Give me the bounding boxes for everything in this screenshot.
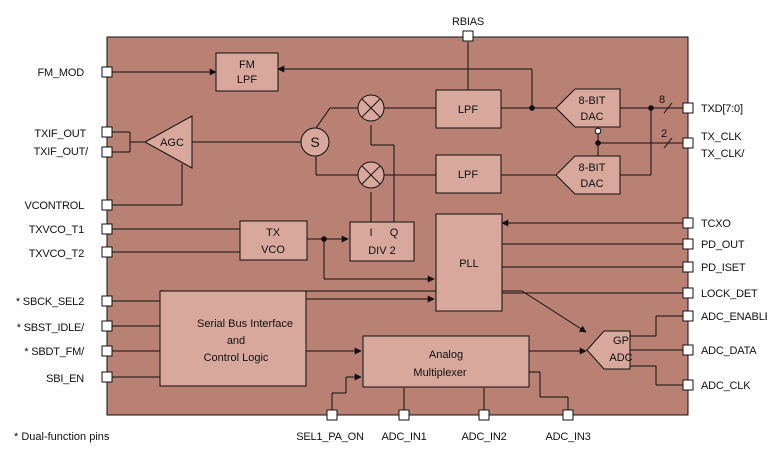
pin-adc-in3	[562, 409, 574, 421]
label-adc-in2: ADC_IN2	[461, 431, 506, 443]
summer-node: S	[300, 127, 330, 157]
gp-adc-line2: ADC	[609, 352, 632, 364]
pin-adc-data	[682, 344, 694, 356]
label-sbdt-fm: * SBDT_FM/	[24, 346, 85, 358]
pin-sbst-idle	[101, 320, 113, 332]
wires	[112, 42, 688, 410]
lpf-lower-block: LPF	[435, 154, 502, 194]
label-tx-clk-n: TX_CLK/	[701, 148, 745, 160]
dac-upper-line2: DAC	[580, 111, 603, 123]
pin-pd-iset	[682, 261, 694, 273]
gp-adc-line1: GP	[613, 335, 629, 347]
pin-txd	[682, 102, 694, 114]
label-rbias: RBIAS	[452, 16, 484, 28]
label-txd: TXD[7:0]	[701, 103, 743, 115]
pin-sbdt-fm	[101, 345, 113, 357]
label-sbi-en: SBI_EN	[46, 373, 84, 385]
label-adc-enable: ADC_ENABLE	[701, 311, 767, 323]
pin-txif-out-n	[101, 146, 113, 158]
fm-lpf-line2: LPF	[237, 74, 257, 86]
label-vcontrol: VCONTROL	[24, 200, 84, 212]
pin-adc-in2	[478, 409, 490, 421]
lpf-upper-block: LPF	[435, 89, 502, 129]
tx-vco-block: TX VCO	[239, 220, 308, 261]
label-adc-in3: ADC_IN3	[545, 431, 590, 443]
dac-lower-line1: 8-BIT	[579, 162, 606, 174]
label-txvco-t1: TXVCO_T1	[29, 224, 84, 236]
pin-adc-clk	[682, 379, 694, 391]
label-adc-data: ADC_DATA	[701, 345, 757, 357]
div2-q-label: Q	[390, 227, 399, 239]
pin-tcxo	[682, 217, 694, 229]
pin-sel1-pa-on	[326, 409, 338, 421]
serial-bus-block: Serial Bus Interface and Control Logic	[159, 290, 307, 387]
junction-dot	[595, 140, 601, 146]
label-txvco-t2: TXVCO_T2	[29, 248, 84, 260]
summer-label: S	[310, 134, 319, 150]
lpf-upper-label: LPF	[458, 104, 478, 116]
pin-fm-mod	[101, 66, 113, 78]
dac-upper-block: 8-BIT DAC	[555, 88, 621, 128]
label-txif-out-n: TXIF_OUT/	[34, 146, 90, 158]
tx-vco-line2: VCO	[261, 244, 285, 256]
div2-i-label: I	[369, 227, 372, 239]
txclk-bus-width: 2	[661, 128, 667, 140]
junction-dots	[321, 105, 654, 242]
label-lock-det: LOCK_DET	[701, 288, 758, 300]
analog-mux-block: Analog Multiplexer	[362, 335, 530, 388]
pin-txvco-t1	[101, 223, 113, 235]
label-tcxo: TCXO	[701, 218, 731, 230]
mixer-lower	[357, 161, 385, 189]
pin-txvco-t2	[101, 246, 113, 258]
label-adc-clk: ADC_CLK	[701, 380, 751, 392]
dac-upper-line1: 8-BIT	[579, 95, 606, 107]
label-pd-out: PD_OUT	[701, 239, 745, 251]
label-sbst-idle: * SBST_IDLE/	[17, 322, 85, 334]
pin-tx-clk	[682, 137, 694, 149]
pins	[101, 30, 694, 421]
analog-mux-line1: Analog	[429, 349, 463, 361]
inversion-bubble	[594, 127, 602, 135]
pin-txif-out	[101, 126, 113, 138]
agc-block: AGC	[143, 115, 193, 169]
gp-adc-block: GP ADC	[586, 330, 633, 370]
footnote: * Dual-function pins	[14, 431, 110, 443]
analog-mux-line2: Multiplexer	[413, 367, 467, 379]
pin-sbck-sel2	[101, 295, 113, 307]
label-sbck-sel2: * SBCK_SEL2	[16, 296, 84, 308]
pin-vcontrol	[101, 199, 113, 211]
label-adc-in1: ADC_IN1	[381, 431, 426, 443]
dac-lower-line2: DAC	[580, 178, 603, 190]
pll-label: PLL	[459, 258, 479, 270]
label-fm-mod: FM_MOD	[38, 67, 85, 79]
fm-lpf-block: FM LPF	[215, 52, 279, 92]
pin-lock-det	[682, 287, 694, 299]
dac-lower-block: 8-BIT DAC	[555, 155, 621, 195]
pin-pd-out	[682, 238, 694, 250]
pin-adc-enable	[682, 310, 694, 322]
junction-dot	[321, 236, 327, 242]
lpf-lower-label: LPF	[458, 169, 478, 181]
serial-bus-line3: Control Logic	[204, 352, 269, 364]
label-txif-out: TXIF_OUT	[34, 128, 86, 140]
tx-vco-line1: TX	[266, 227, 281, 239]
pin-rbias	[462, 30, 474, 42]
label-pd-iset: PD_ISET	[701, 262, 746, 274]
serial-bus-line1: Serial Bus Interface	[197, 318, 293, 330]
mixer-upper	[357, 94, 385, 122]
junction-dot	[648, 105, 654, 111]
label-tx-clk: TX_CLK	[701, 131, 742, 143]
junction-dot	[529, 105, 535, 111]
txd-bus-width: 8	[659, 94, 665, 106]
div2-label: DIV 2	[368, 245, 396, 257]
pll-block: PLL	[435, 213, 503, 312]
div2-block: I Q DIV 2	[349, 221, 415, 262]
serial-bus-line2: and	[227, 335, 245, 347]
pin-sbi-en	[101, 371, 113, 383]
agc-label: AGC	[160, 137, 184, 149]
fm-lpf-line1: FM	[239, 59, 255, 71]
label-sel1-pa-on: SEL1_PA_ON	[296, 431, 364, 443]
pin-adc-in1	[398, 409, 410, 421]
